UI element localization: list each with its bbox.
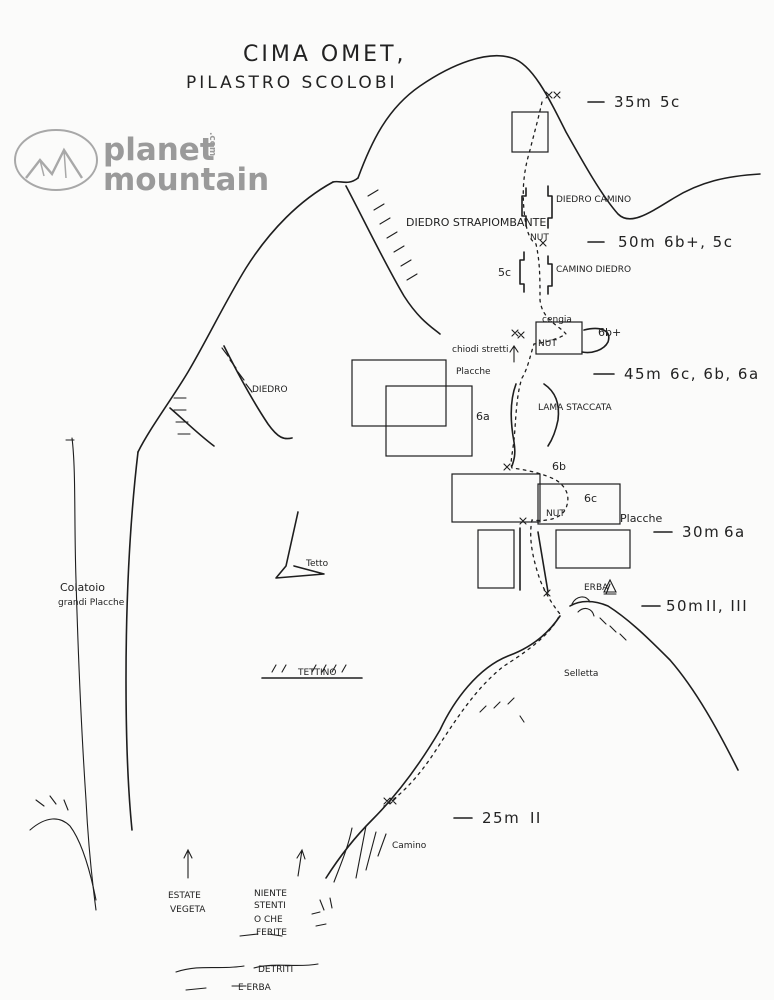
base-strokes	[175, 933, 319, 991]
label-cengia: cengia	[542, 315, 572, 325]
label-camino: Camino	[392, 841, 427, 851]
diedro-strapiombante-line	[345, 185, 441, 335]
slab-box-1	[451, 473, 541, 523]
camino-lower-lines	[333, 825, 387, 883]
label-niente: NIENTE	[254, 889, 287, 899]
logo-word-planet: planet	[103, 132, 215, 168]
pitch-2-grade: 6b+, 5c	[664, 233, 733, 251]
slab-box-2	[555, 529, 631, 569]
left-pillar-outline	[125, 451, 139, 831]
selletta-lower	[325, 615, 561, 879]
secondary-tower	[137, 181, 334, 453]
placche-box-2	[385, 385, 473, 457]
left-ridge-small	[169, 407, 215, 447]
label-selletta: Selletta	[564, 669, 598, 679]
lower-left-hatch	[35, 795, 69, 811]
pitch-6-grade: II	[530, 809, 542, 827]
slab-box-6c	[537, 483, 621, 525]
lower-left-rock	[29, 818, 97, 901]
summit-box	[511, 111, 549, 153]
route-line	[383, 101, 569, 807]
mountain-logo-icon	[14, 129, 98, 191]
label-e-erba: E ERBA	[238, 983, 272, 993]
nut-box	[535, 321, 583, 355]
summit-ridge	[357, 54, 761, 220]
lama-right	[543, 383, 560, 447]
lama-staccata-crack	[510, 383, 517, 467]
pitch-labels: 35m 5c 50m 6b+, 5c 45m 6c, 6b, 6a 30m 6a…	[482, 93, 760, 827]
logo-suffix: .com	[207, 132, 217, 156]
camino-diedro-bracket-left	[519, 251, 525, 293]
feature-labels: DIEDRO CAMINO DIEDRO STRAPIOMBANTE CAMIN…	[58, 195, 662, 993]
label-grade-6a-1: 6a	[476, 410, 490, 423]
erba-tree-icon	[603, 578, 617, 595]
pitch-4-length: 30m	[682, 523, 720, 541]
label-grade-6b: 6b	[552, 460, 566, 473]
lower-chimney-right	[537, 531, 549, 593]
label-diedro: DIEDRO	[252, 385, 288, 395]
traverse-line	[581, 327, 610, 354]
pitch-3-length: 45m	[624, 365, 662, 383]
pitch-5-grade: II, III	[706, 597, 748, 615]
pitch-4-grade: 6a	[724, 523, 746, 541]
label-vegeta: VEGETA	[170, 905, 206, 915]
label-tettino: TETTINO	[297, 668, 337, 678]
base-hatch	[311, 897, 333, 927]
label-placche-1: Placche	[456, 367, 491, 377]
pitch-ticks	[453, 101, 673, 819]
label-chiodi-stretti: chiodi stretti	[452, 345, 509, 355]
arrow-left-icon	[183, 848, 193, 879]
diedro-lower-hatch	[221, 347, 253, 393]
label-erba: ERBA	[584, 583, 609, 593]
planetmountain-logo: planet mountain .com	[14, 129, 269, 198]
selletta-bushes	[571, 596, 595, 617]
tettino-hatch	[271, 664, 347, 673]
label-nut-3: NUT	[546, 509, 565, 519]
placche-box-1	[351, 359, 447, 427]
label-placche-2: Placche	[620, 512, 662, 525]
label-colatoio: Colatoio	[60, 581, 105, 594]
diedro-hatch	[367, 189, 418, 281]
ridge-hatch-1	[479, 617, 627, 723]
label-o-che: O CHE	[254, 915, 283, 925]
arrow-right-icon	[296, 848, 306, 877]
slab-box-3	[477, 529, 515, 589]
label-detriti: DETRITI	[258, 965, 293, 975]
label-tetto: Tetto	[305, 559, 329, 569]
belay-stations	[383, 91, 561, 805]
left-ridge-hatch	[173, 397, 191, 435]
camino-diedro-bracket-right	[547, 255, 553, 295]
label-nut-2: NUT	[538, 339, 557, 349]
label-lama-staccata: LAMA STACCATA	[538, 403, 612, 413]
label-colatoio-2: grandi Placche	[58, 598, 125, 608]
tetto-shape	[275, 511, 325, 579]
label-camino-diedro: CAMINO DIEDRO	[556, 265, 631, 275]
pitch-6-length: 25m	[482, 809, 520, 827]
label-diedro-strapiombante: DIEDRO STRAPIOMBANTE	[406, 216, 546, 229]
camino-bracket-left	[521, 187, 527, 227]
summit-left-flank	[332, 177, 359, 184]
page-title: CIMA OMET,	[243, 42, 407, 67]
pitch-2-length: 50m	[618, 233, 656, 251]
camino-bracket-right	[547, 185, 553, 229]
label-stenti: STENTI	[254, 901, 286, 911]
label-grade-6b-plus: 6b+	[598, 326, 621, 339]
logo-word-mountain: mountain	[103, 162, 269, 198]
label-ferite: FERITE	[256, 928, 287, 938]
label-grade-6c: 6c	[584, 492, 597, 505]
pitch-3-grade: 6c, 6b, 6a	[670, 365, 760, 383]
page-subtitle: PILASTRO SCOLOBI	[186, 73, 398, 93]
label-nut-1: NUT	[530, 233, 549, 243]
chiodi-arrow-icon	[509, 345, 519, 363]
colatoio-line-1	[71, 437, 97, 911]
pitch-1-length: 35m	[614, 93, 652, 111]
selletta-ridge	[569, 600, 739, 771]
pitch-1-grade: 5c	[660, 93, 681, 111]
label-estate: ESTATE	[168, 891, 201, 901]
label-diedro-camino: DIEDRO CAMINO	[556, 195, 631, 205]
label-grade-5c: 5c	[498, 266, 511, 279]
pitch-5-length: 50m	[666, 597, 704, 615]
